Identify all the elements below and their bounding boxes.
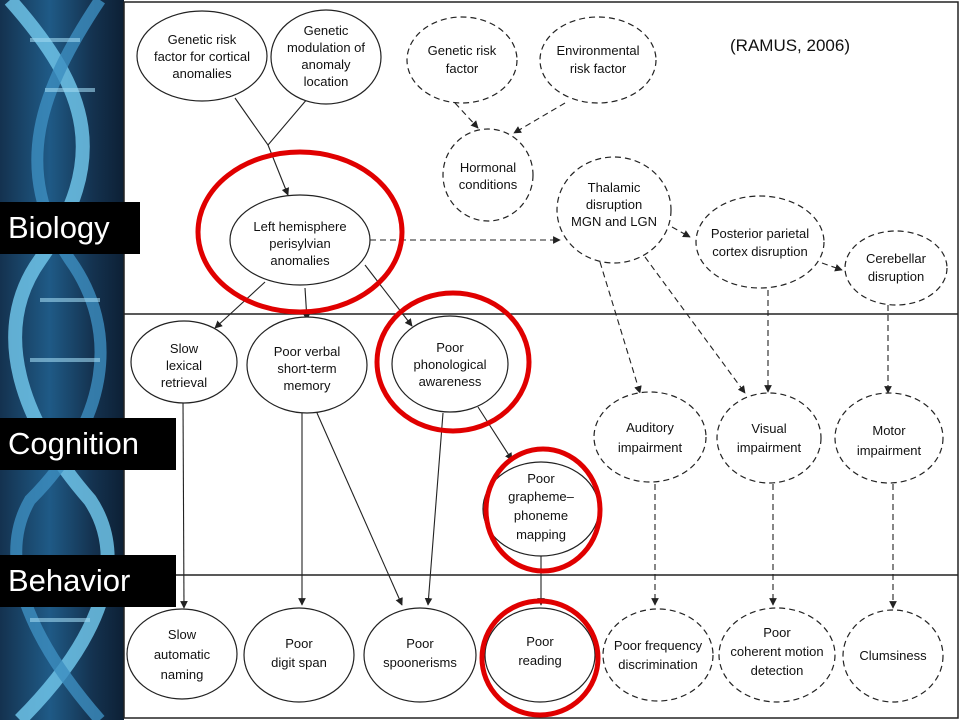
node-auditory	[593, 391, 707, 483]
node-environmental-risk	[539, 16, 657, 104]
node-visual	[716, 392, 822, 484]
node-genetic-risk	[406, 16, 518, 104]
node-slow-lexical	[130, 320, 238, 404]
node-genetic-risk-cortical	[136, 10, 268, 102]
highlight-circle-phonological	[374, 290, 532, 434]
node-motor	[834, 392, 944, 484]
dashed-arrows	[370, 102, 897, 609]
node-poor-verbal-stm	[246, 316, 368, 414]
node-cerebellar	[844, 230, 948, 306]
node-slow-naming	[126, 608, 238, 700]
level-label-cognition: Cognition	[0, 418, 176, 470]
citation-text: (RAMUS, 2006)	[730, 36, 850, 55]
node-hormonal	[442, 128, 534, 222]
node-poor-spoonerisms	[363, 607, 477, 703]
node-poor-digit-span	[243, 607, 355, 703]
node-poor-frequency	[602, 608, 714, 702]
solid-arrows	[180, 97, 545, 609]
node-clumsiness	[842, 609, 944, 703]
diagram-frame	[123, 1, 959, 719]
highlight-circle-grapheme	[483, 446, 603, 574]
node-poor-reading	[484, 607, 596, 703]
node-thalamic	[556, 156, 672, 264]
node-poor-phonological	[391, 315, 509, 413]
node-genetic-modulation	[270, 9, 382, 105]
level-label-behavior: Behavior	[0, 555, 176, 607]
node-poor-coherent-motion	[718, 607, 836, 703]
node-left-hemisphere	[229, 194, 371, 286]
level-label-biology: Biology	[0, 202, 140, 254]
highlight-circle-reading	[479, 598, 601, 718]
text-clumsiness: Clumsiness	[859, 648, 927, 663]
node-posterior-parietal	[695, 195, 825, 289]
highlight-circle-left-hemisphere	[195, 149, 405, 315]
